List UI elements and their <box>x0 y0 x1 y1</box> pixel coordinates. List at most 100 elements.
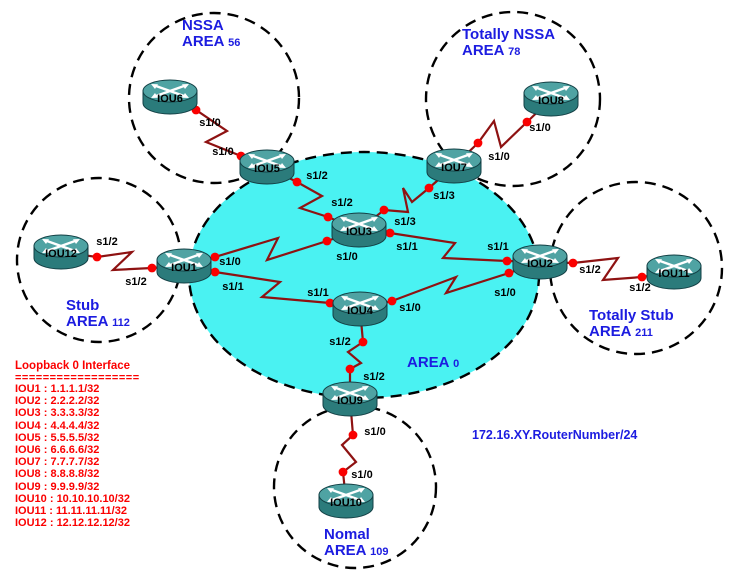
area-name: Totally NSSA <box>462 26 556 43</box>
link-iou5-iou3 <box>266 166 360 232</box>
router-iou1: IOU1 <box>155 247 213 285</box>
router-iou4: IOU4 <box>331 290 389 328</box>
area-word: AREA <box>182 33 224 50</box>
if-label-iou1-s1-0: s1/0 <box>219 256 241 268</box>
area-title-nssa: NSSA AREA 56 <box>182 18 240 51</box>
if-label-iou3-s1-0: s1/0 <box>336 251 358 263</box>
router-iou12: IOU12 <box>32 233 90 271</box>
router-icon <box>512 244 568 280</box>
router-icon <box>156 248 212 284</box>
router-label: IOU10 <box>330 497 362 509</box>
if-label-iou3-s1-1: s1/1 <box>396 241 418 253</box>
area-title-totally-stub: Totally Stub AREA 211 <box>589 308 674 341</box>
if-label-iou2-s1-2: s1/2 <box>579 264 601 276</box>
loopback-entry: IOU12 : 12.12.12.12/32 <box>15 517 130 530</box>
interface-dot <box>379 205 389 215</box>
area56-nssa-circle <box>127 11 301 185</box>
interface-dot <box>358 337 368 347</box>
area-number: 56 <box>228 37 241 49</box>
loopback-entry: IOU2 : 2.2.2.2/32 <box>15 395 100 408</box>
loopback-entry: IOU3 : 3.3.3.3/32 <box>15 407 100 420</box>
if-label-iou1-s1-2: s1/2 <box>125 276 147 288</box>
interface-dot <box>292 177 302 187</box>
if-label-iou9-s1-0: s1/0 <box>364 426 386 438</box>
interface-dot <box>504 268 514 278</box>
area-name: Nomal <box>324 526 370 543</box>
area-word: AREA <box>589 323 631 340</box>
router-iou10: IOU10 <box>317 482 375 520</box>
interface-dot <box>568 258 578 268</box>
router-icon <box>646 254 702 290</box>
interface-dot <box>348 430 358 440</box>
router-label: IOU12 <box>45 248 77 260</box>
router-label: IOU5 <box>254 163 280 175</box>
if-label-iou4-s1-2: s1/2 <box>329 336 351 348</box>
loopback-entry: IOU1 : 1.1.1.1/32 <box>15 383 100 395</box>
area-word: AREA <box>462 42 504 59</box>
interface-dot <box>522 117 532 127</box>
interface-dot <box>345 364 355 374</box>
area-name: Totally Stub <box>589 307 674 324</box>
interface-dot <box>387 296 397 306</box>
if-label-iou5-s1-0: s1/0 <box>212 146 234 158</box>
loopback-entry: IOU8 : 8.8.8.8/32 <box>15 468 100 481</box>
interface-dot <box>385 228 395 238</box>
loopback-entry: IOU9 : 9.9.9.9/32 <box>15 480 100 493</box>
link-iou9-iou10 <box>340 398 358 502</box>
router-iou5: IOU5 <box>238 148 296 186</box>
if-label-iou5-s1-2: s1/2 <box>306 170 328 182</box>
router-icon <box>426 148 482 184</box>
area-name: NSSA <box>182 17 224 34</box>
router-icon <box>318 483 374 519</box>
if-label-iou1-s1-1: s1/1 <box>222 281 244 293</box>
if-label-iou12-s1-2: s1/2 <box>96 236 118 248</box>
router-icon <box>332 291 388 327</box>
router-icon <box>331 212 387 248</box>
router-label: IOU2 <box>527 258 553 270</box>
interface-dot <box>147 263 157 273</box>
router-iou11: IOU11 <box>645 253 703 291</box>
interface-dot <box>473 138 483 148</box>
if-label-iou7-s1-3: s1/3 <box>433 190 455 202</box>
router-label: IOU7 <box>441 162 467 174</box>
loopback-legend: Loopback 0 Interface ================== … <box>15 360 140 529</box>
area-number: 211 <box>635 327 653 339</box>
area-number: 109 <box>370 546 389 558</box>
area-number: 0 <box>453 358 460 370</box>
router-iou3: IOU3 <box>330 211 388 249</box>
if-label-iou10-s1-0: s1/0 <box>351 469 373 481</box>
interface-dot <box>92 252 102 262</box>
interface-dot <box>424 183 434 193</box>
interface-dot <box>325 298 335 308</box>
if-label-iou11-s1-2: s1/2 <box>629 282 651 294</box>
interface-dot <box>338 467 348 477</box>
router-label: IOU6 <box>157 93 183 105</box>
loopback-entry: IOU10 : 10.10.10.10/32 <box>15 492 130 505</box>
area211-totally-stub-circle <box>548 180 724 356</box>
if-label-iou8-s1-0: s1/0 <box>529 122 551 134</box>
interface-dot <box>323 212 333 222</box>
area-word: AREA <box>66 313 108 330</box>
if-label-iou3-s1-3: s1/3 <box>394 216 416 228</box>
loopback-entry: IOU7 : 7.7.7.7/32 <box>15 456 100 469</box>
if-label-iou2-s1-0: s1/0 <box>494 287 516 299</box>
router-iou2: IOU2 <box>511 243 569 281</box>
area-name: Stub <box>66 297 100 314</box>
interface-dot <box>637 272 647 282</box>
router-icon <box>523 81 579 117</box>
router-icon <box>322 381 378 417</box>
area-word: AREA <box>324 542 366 559</box>
if-label-iou4-s1-1: s1/1 <box>307 287 329 299</box>
router-label: IOU1 <box>171 262 197 274</box>
router-label: IOU11 <box>658 268 690 280</box>
area-title-stub: Stub AREA 112 <box>66 298 130 331</box>
area-title-backbone: AREA 0 <box>407 355 459 372</box>
area-word: AREA <box>407 354 449 371</box>
if-label-iou2-s1-1: s1/1 <box>487 241 509 253</box>
loopback-entry: IOU11 : 11.11.11.11/32 <box>15 505 127 518</box>
interface-dot <box>210 267 220 277</box>
loopback-separator: ================== <box>15 372 140 384</box>
router-label: IOU8 <box>538 95 564 107</box>
area-title-normal: Nomal AREA 109 <box>324 527 388 560</box>
